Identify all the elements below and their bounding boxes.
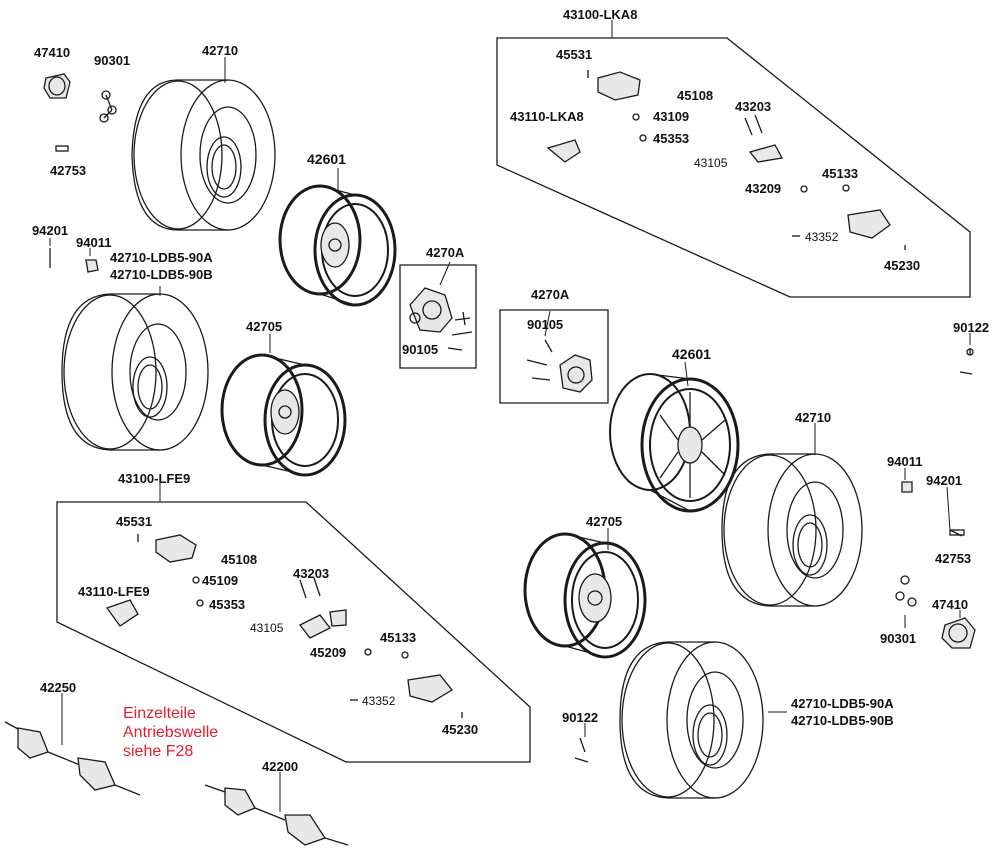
label-lfe9-45133: 45133 xyxy=(380,630,417,645)
label-43110-lka8: 43110-LKA8 xyxy=(510,109,584,124)
label-42601-right: 42601 xyxy=(672,346,711,362)
label-lka8-43352: 43352 xyxy=(805,230,839,244)
label-lfe9-43105: 43105 xyxy=(250,621,284,635)
drive-shaft-42200 xyxy=(204,784,349,846)
label-90122-bottom: 90122 xyxy=(562,710,599,725)
label-4270a-left: 4270A xyxy=(426,245,465,260)
label-lfe9-45230: 45230 xyxy=(442,722,479,737)
label-lka8-45531: 45531 xyxy=(556,47,593,62)
tire-42710-ldb5-left xyxy=(61,293,209,451)
caliper-parts-lka8 xyxy=(546,70,906,250)
label-42601-top: 42601 xyxy=(307,151,346,167)
label-lka8-45353: 45353 xyxy=(653,131,690,146)
label-lka8-43203: 43203 xyxy=(735,99,772,114)
label-90301-top-left: 90301 xyxy=(94,53,131,68)
caliper-parts-lfe9 xyxy=(105,534,463,718)
label-lfe9-45108: 45108 xyxy=(221,552,258,567)
label-lka8-45108: 45108 xyxy=(677,88,714,103)
label-group-43100-lfe9: 43100-LFE9 xyxy=(118,471,191,486)
label-42753-top-left: 42753 xyxy=(50,163,87,178)
label-42710-right: 42710 xyxy=(795,410,832,425)
label-lfe9-45109: 45109 xyxy=(202,573,239,588)
hub-4270a-mid xyxy=(526,339,593,393)
group-4270a-left-outline xyxy=(399,264,477,369)
label-90105-left: 90105 xyxy=(402,342,439,357)
label-lka8-43109: 43109 xyxy=(653,109,690,124)
label-lka8-43209: 43209 xyxy=(745,181,782,196)
label-lfe9-45209: 45209 xyxy=(310,645,347,660)
rim-42705-left xyxy=(220,353,347,477)
note-line-2: Antriebswelle xyxy=(123,724,219,741)
label-lka8-43105: 43105 xyxy=(694,156,728,170)
label-42710-ldb5-90a-right: 42710-LDB5-90A xyxy=(791,696,894,711)
small-parts-top-left xyxy=(43,73,117,273)
label-94201-right: 94201 xyxy=(926,473,963,488)
label-42250: 42250 xyxy=(40,680,77,695)
label-47410-right: 47410 xyxy=(932,597,969,612)
label-42710-ldb5-90a-left: 42710-LDB5-90A xyxy=(110,250,213,265)
label-47410-top-left: 47410 xyxy=(34,45,71,60)
label-90105-mid: 90105 xyxy=(527,317,564,332)
label-lfe9-45531: 45531 xyxy=(116,514,153,529)
label-90301-right: 90301 xyxy=(880,631,917,646)
label-94011-top-left: 94011 xyxy=(76,235,112,250)
small-parts-right xyxy=(574,348,976,763)
label-group-43100-lka8: 43100-LKA8 xyxy=(563,7,638,22)
label-42705-right: 42705 xyxy=(586,514,623,529)
note-line-1: Einzelteile xyxy=(123,705,196,722)
tire-42710-ldb5-right xyxy=(619,641,764,799)
tire-42710-right xyxy=(721,453,863,607)
label-lka8-45133: 45133 xyxy=(822,166,859,181)
rim-42705-right xyxy=(523,532,647,659)
tire-42710-top-left xyxy=(131,79,276,231)
label-42710-top-left: 42710 xyxy=(202,43,239,58)
label-4270a-mid: 4270A xyxy=(531,287,570,302)
label-lfe9-43352: 43352 xyxy=(362,694,396,708)
label-42710-ldb5-90b-left: 42710-LDB5-90B xyxy=(110,267,213,282)
note-line-3: siehe F28 xyxy=(123,743,194,760)
drive-shaft-42250 xyxy=(4,721,141,796)
label-42710-ldb5-90b-right: 42710-LDB5-90B xyxy=(791,713,894,728)
leader-lines xyxy=(49,20,971,812)
hub-4270a-left xyxy=(409,287,473,351)
label-lfe9-45353: 45353 xyxy=(209,597,246,612)
label-94201-top-left: 94201 xyxy=(32,223,69,238)
group-43100-lfe9-outline xyxy=(56,501,531,763)
drive-shaft-reference-note: Einzelteile Antriebswelle siehe F28 xyxy=(123,704,218,761)
label-lfe9-43203: 43203 xyxy=(293,566,330,581)
label-42753-right: 42753 xyxy=(935,551,972,566)
label-42705-left: 42705 xyxy=(246,319,283,334)
rim-42601-top xyxy=(278,184,397,307)
label-lka8-45230: 45230 xyxy=(884,258,921,273)
label-94011-right: 94011 xyxy=(887,454,923,469)
label-90122-right: 90122 xyxy=(953,320,990,335)
group-43100-lka8-outline xyxy=(496,37,971,298)
label-42200: 42200 xyxy=(262,759,299,774)
group-4270a-mid-outline xyxy=(499,309,609,404)
label-43110-lfe9: 43110-LFE9 xyxy=(78,584,150,599)
rim-42601-right xyxy=(609,373,740,513)
